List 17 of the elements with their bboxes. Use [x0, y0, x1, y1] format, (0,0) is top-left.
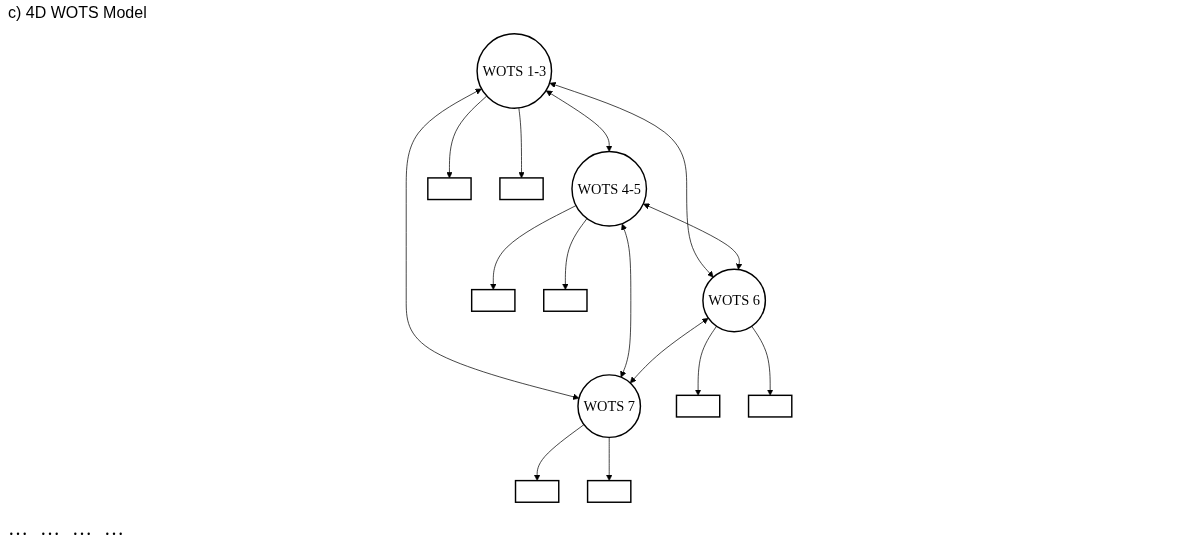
node-box — [747, 394, 793, 418]
ellipsis-label: … — [8, 517, 28, 540]
ellipsis-label: … — [104, 517, 124, 540]
node-circle: WOTS 6 — [702, 268, 767, 333]
ellipsis-label: … — [40, 517, 60, 540]
node-circle: WOTS 7 — [577, 374, 642, 439]
node-box — [427, 177, 472, 201]
node-box — [586, 479, 632, 503]
node-circle: WOTS 4-5 — [571, 150, 648, 227]
node-box — [543, 288, 588, 312]
node-box — [499, 177, 544, 201]
node-circle: WOTS 1-3 — [476, 33, 553, 109]
diagram-title: c) 4D WOTS Model — [8, 4, 147, 22]
node-box — [675, 394, 721, 418]
node-box — [470, 288, 516, 312]
node-box — [514, 479, 560, 503]
ellipsis-label: … — [72, 517, 92, 540]
